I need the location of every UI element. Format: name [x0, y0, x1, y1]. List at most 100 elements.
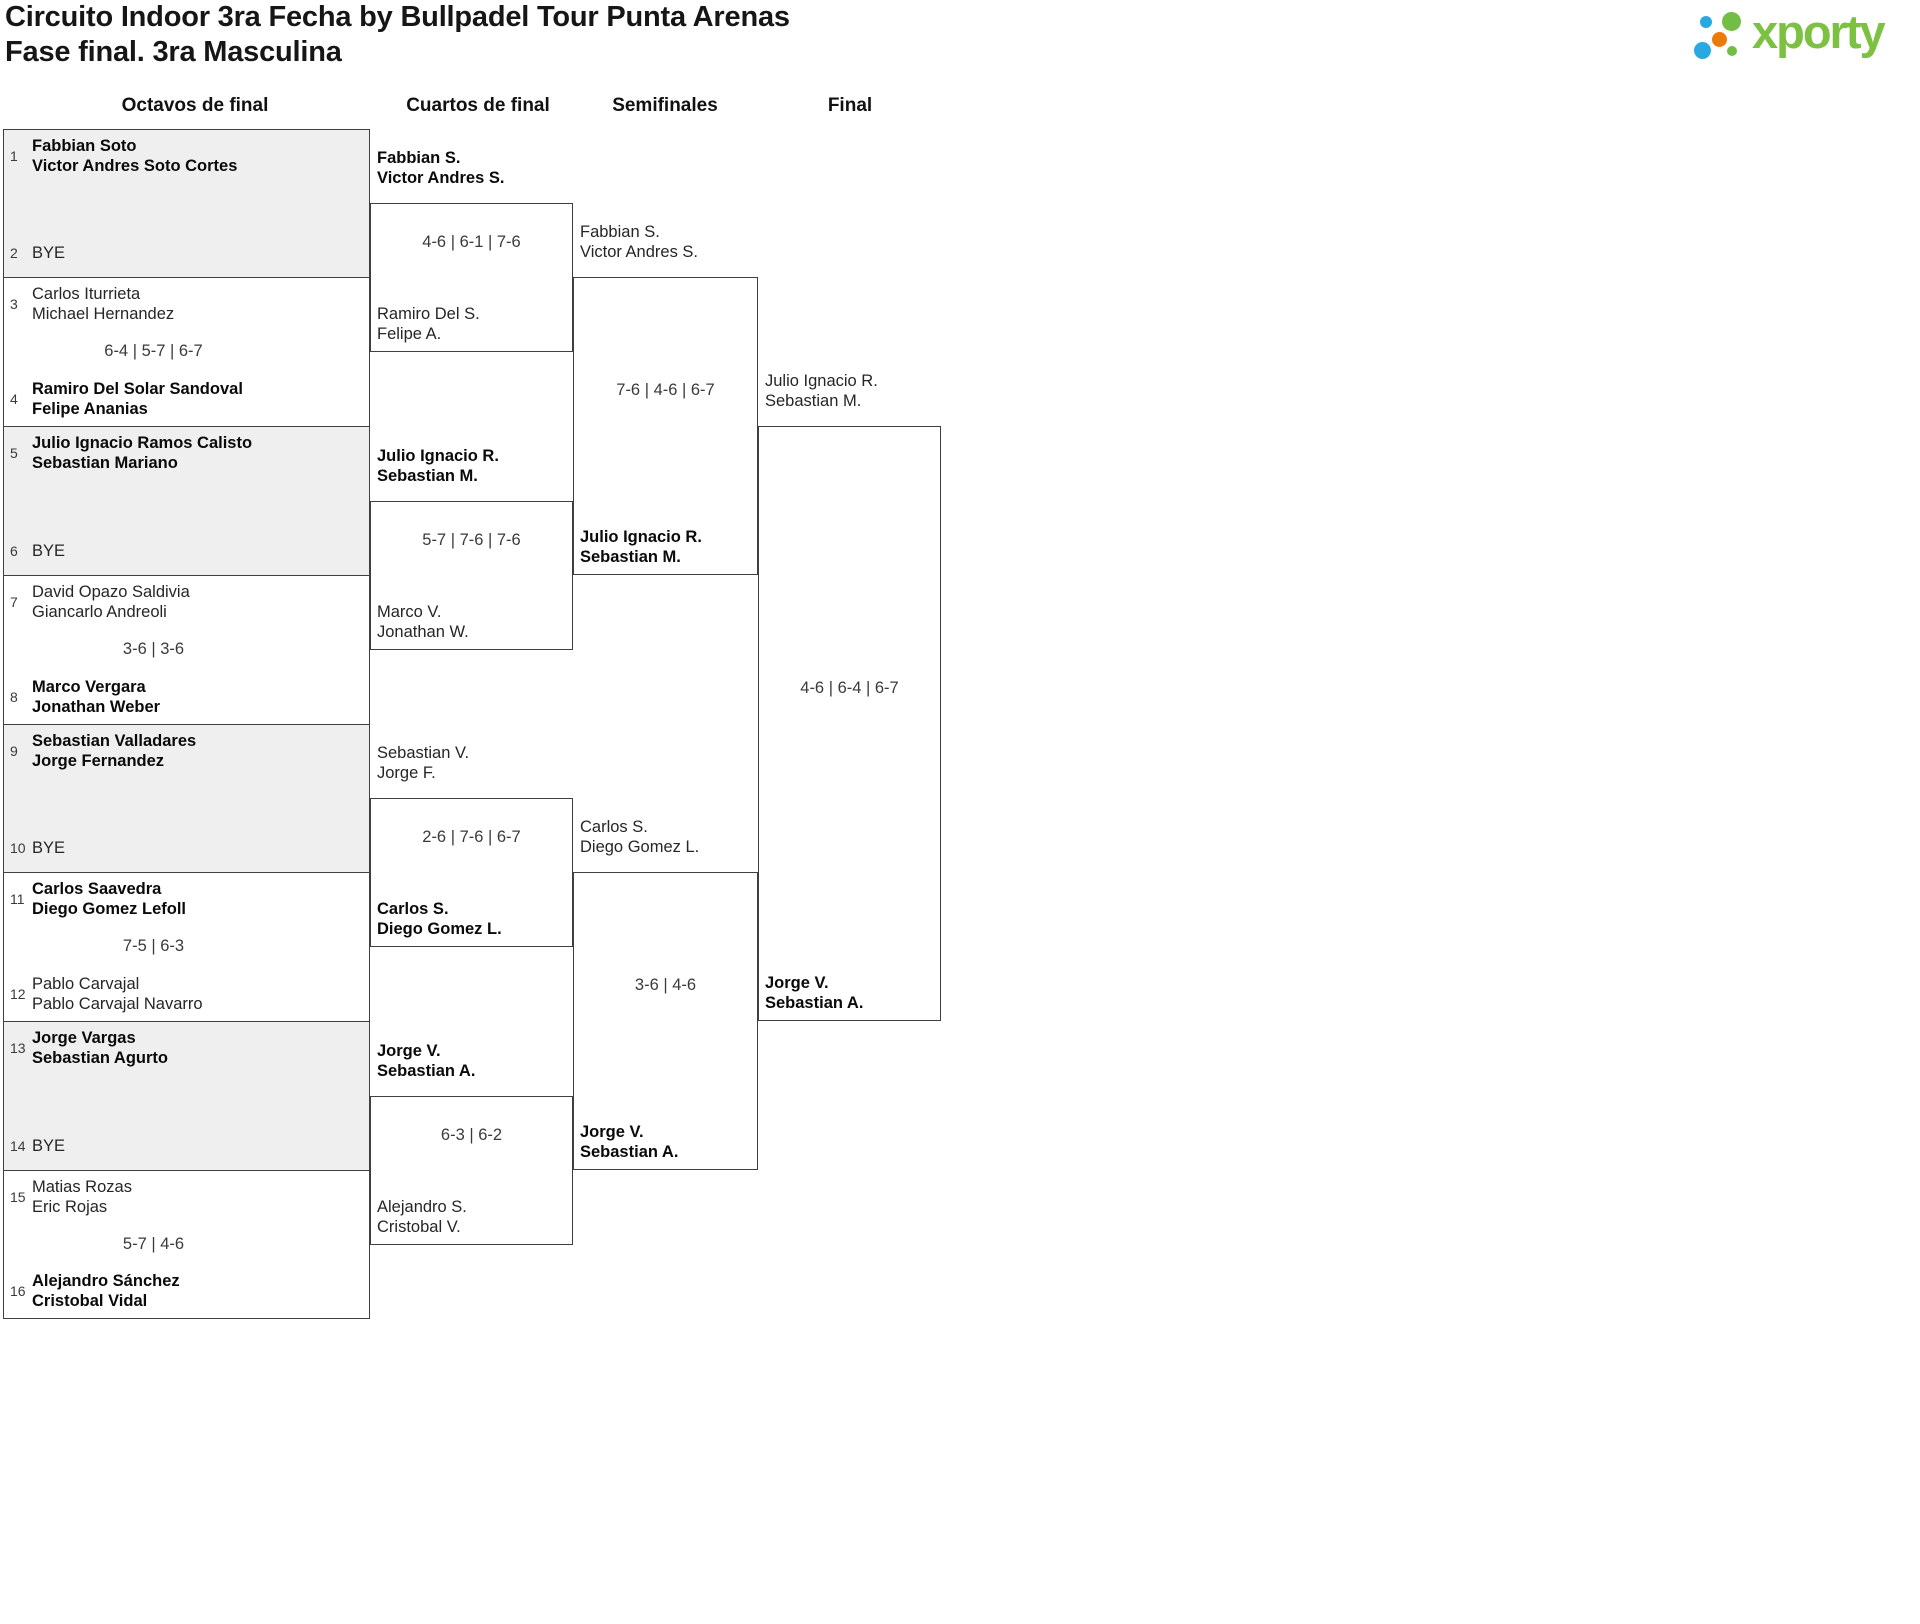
r16-participant: 14 BYE	[10, 1136, 363, 1156]
team-names: Marco V. Jonathan W.	[377, 602, 565, 642]
player-name: Cristobal V.	[377, 1218, 461, 1236]
team-names: Jorge V. Sebastian A.	[580, 1122, 756, 1162]
sf-participant: Fabbian S. Victor Andres S.	[580, 222, 756, 262]
team-names: Fabbian Soto Victor Andres Soto Cortes	[32, 136, 237, 176]
player-name: Jorge F.	[377, 764, 436, 782]
sf-participant: Jorge V. Sebastian A.	[580, 1122, 756, 1162]
seed-number: 2	[10, 245, 18, 261]
player-name: Fabbian S.	[580, 223, 660, 241]
r16-match-7: 13 Jorge Vargas Sebastian Agurto 14 BYE	[3, 1021, 370, 1171]
player-name: Sebastian A.	[765, 994, 864, 1012]
player-name: Victor Andres Soto Cortes	[32, 157, 238, 175]
team-names: Sebastian Valladares Jorge Fernandez	[32, 731, 196, 771]
r16-participant: 7 David Opazo Saldivia Giancarlo Andreol…	[10, 582, 363, 622]
player-name: Pablo Carvajal Navarro	[32, 995, 203, 1013]
r16-participant: 6 BYE	[10, 541, 363, 561]
r16-participant: 3 Carlos Iturrieta Michael Hernandez	[10, 284, 363, 324]
sf-participant: Carlos S. Diego Gomez L.	[580, 817, 756, 857]
r16-match-1: 1 Fabbian Soto Victor Andres Soto Cortes…	[3, 129, 370, 278]
player-name: Jonathan W.	[377, 623, 469, 641]
seed-number: 6	[10, 543, 18, 559]
qf-connector-3	[370, 798, 573, 947]
player-name: Jorge Fernandez	[32, 752, 165, 770]
team-names: Julio Ignacio R. Sebastian M.	[580, 527, 756, 567]
r16-participant: 1 Fabbian Soto Victor Andres Soto Cortes	[10, 136, 363, 176]
player-name: Pablo Carvajal	[32, 975, 140, 993]
player-name: David Opazo Saldivia	[32, 583, 190, 601]
final-connector	[758, 426, 941, 1021]
bye-label: BYE	[32, 1137, 66, 1155]
team-names: BYE	[32, 541, 65, 561]
sf-connector-2	[573, 872, 758, 1170]
sf-connector-1	[573, 277, 758, 575]
logo-dot-blue-small	[1700, 16, 1712, 28]
seed-number: 15	[10, 1189, 26, 1205]
team-names: Carlos Saavedra Diego Gomez Lefoll	[32, 879, 186, 919]
team-names: Carlos Iturrieta Michael Hernandez	[32, 284, 174, 324]
qf-participant: Sebastian V. Jorge F.	[377, 743, 565, 783]
qf-participant: Ramiro Del S. Felipe A.	[377, 304, 565, 344]
sf-score: 3-6 | 4-6	[634, 976, 697, 994]
player-name: Carlos S.	[580, 818, 648, 836]
r16-participant: 15 Matias Rozas Eric Rojas	[10, 1177, 363, 1217]
player-name: Julio Ignacio R.	[580, 528, 702, 546]
team-names: Sebastian V. Jorge F.	[377, 743, 565, 783]
team-names: David Opazo Saldivia Giancarlo Andreoli	[32, 582, 190, 622]
player-name: Jorge V.	[377, 1042, 441, 1060]
round-header-final: Final	[827, 95, 873, 116]
match-score: 5-7 | 4-6	[122, 1234, 185, 1253]
final-participant: Jorge V. Sebastian A.	[765, 973, 939, 1013]
player-name: Julio Ignacio R.	[377, 447, 499, 465]
match-score: 6-4 | 5-7 | 6-7	[104, 342, 203, 360]
qf-connector-1	[370, 203, 573, 352]
player-name: Sebastian Mariano	[32, 454, 178, 472]
qf-score: 5-7 | 7-6 | 7-6	[422, 531, 521, 549]
qf-participant: Marco V. Jonathan W.	[377, 602, 565, 642]
player-name: Alejandro Sánchez	[32, 1272, 180, 1290]
logo-dot-green-small	[1727, 46, 1737, 56]
player-name: Julio Ignacio R.	[765, 372, 878, 390]
team-names: Carlos S. Diego Gomez L.	[580, 817, 756, 857]
team-names: Jorge Vargas Sebastian Agurto	[32, 1028, 168, 1068]
qf-participant: Alejandro S. Cristobal V.	[377, 1197, 565, 1237]
team-names: Jorge V. Sebastian A.	[765, 973, 939, 1013]
r16-participant: 13 Jorge Vargas Sebastian Agurto	[10, 1028, 363, 1068]
qf-participant: Julio Ignacio R. Sebastian M.	[377, 446, 565, 486]
seed-number: 5	[10, 445, 18, 461]
player-name: Sebastian M.	[377, 467, 478, 485]
seed-number: 1	[10, 148, 18, 164]
seed-number: 13	[10, 1040, 26, 1056]
team-names: Fabbian S. Victor Andres S.	[377, 148, 565, 188]
r16-match-3: 5 Julio Ignacio Ramos Calisto Sebastian …	[3, 426, 370, 576]
seed-number: 16	[10, 1283, 26, 1299]
player-name: Carlos Iturrieta	[32, 285, 141, 303]
team-names: Ramiro Del S. Felipe A.	[377, 304, 565, 344]
bye-label: BYE	[32, 244, 66, 262]
team-names: Ramiro Del Solar Sandoval Felipe Ananias	[32, 379, 243, 419]
r16-participant: 10 BYE	[10, 838, 363, 858]
player-name: Ramiro Del Solar Sandoval	[32, 380, 243, 398]
qf-score: 2-6 | 7-6 | 6-7	[422, 828, 521, 846]
team-names: BYE	[32, 243, 65, 263]
seed-number: 4	[10, 391, 18, 407]
qf-participant: Jorge V. Sebastian A.	[377, 1041, 565, 1081]
player-name: Marco V.	[377, 603, 442, 621]
r16-match-4: 7 David Opazo Saldivia Giancarlo Andreol…	[3, 575, 370, 725]
qf-connector-4	[370, 1096, 573, 1245]
sf-participant: Julio Ignacio R. Sebastian M.	[580, 527, 756, 567]
logo-dot-orange	[1712, 32, 1727, 47]
player-name: Jorge Vargas	[32, 1029, 136, 1047]
seed-number: 7	[10, 594, 18, 610]
round-header-semifinales: Semifinales	[612, 95, 718, 116]
qf-score: 6-3 | 6-2	[440, 1126, 503, 1144]
tournament-title: Circuito Indoor 3ra Fecha by Bullpadel T…	[5, 1, 790, 33]
player-name: Cristobal Vidal	[32, 1292, 148, 1310]
seed-number: 9	[10, 743, 18, 759]
r16-participant: 2 BYE	[10, 243, 363, 263]
team-names: BYE	[32, 1136, 65, 1156]
match-score: 3-6 | 3-6	[122, 640, 185, 658]
player-name: Eric Rojas	[32, 1198, 108, 1216]
seed-number: 11	[10, 891, 25, 907]
team-names: Julio Ignacio Ramos Calisto Sebastian Ma…	[32, 433, 252, 473]
team-names: BYE	[32, 838, 65, 858]
